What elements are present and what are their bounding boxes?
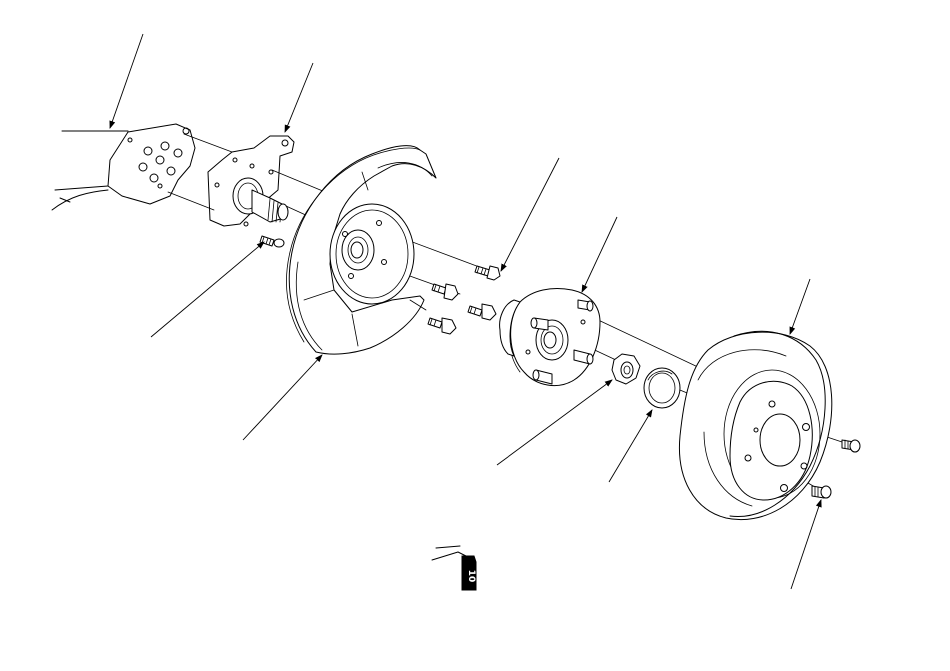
leader-hub <box>581 216 618 293</box>
grease-tag-icon: 10 <box>431 545 477 591</box>
tag-label: 10 <box>466 570 476 583</box>
leader-shield <box>242 354 323 441</box>
backing-plate <box>329 203 415 305</box>
leader-disc-screw <box>790 499 822 590</box>
disc-screws <box>811 439 861 499</box>
leader-bracket-bolt <box>150 241 265 338</box>
hub-flange <box>499 288 601 387</box>
axle-beam <box>51 130 129 211</box>
knuckle-plate <box>107 123 196 205</box>
leader-disc <box>789 278 811 335</box>
leader-cap <box>608 409 653 483</box>
shield-bolts <box>427 265 501 335</box>
splash-shield <box>286 145 437 355</box>
spindle-bracket <box>207 135 295 227</box>
spindle-nut <box>611 353 641 385</box>
leader-lines <box>109 33 822 590</box>
leader-knuckle <box>109 33 144 129</box>
hub-cap <box>643 367 681 409</box>
bracket-bolt <box>259 235 285 248</box>
leader-bracket <box>284 62 314 133</box>
brake-disc <box>678 330 833 521</box>
leader-nut <box>496 379 613 466</box>
leader-shield-bolt <box>500 157 560 272</box>
